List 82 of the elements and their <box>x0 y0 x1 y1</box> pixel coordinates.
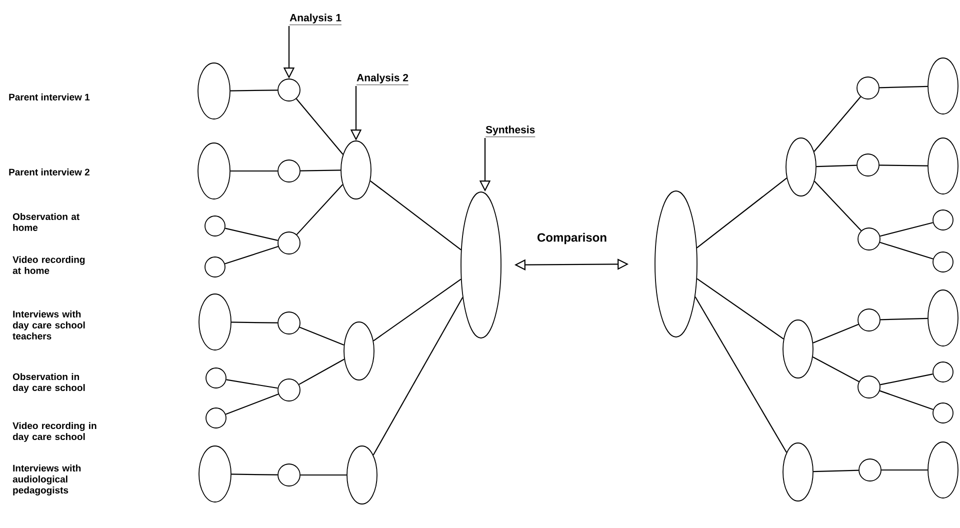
connector-line <box>812 324 859 344</box>
connector-line <box>230 170 278 172</box>
source-label: Observation in day care school <box>12 373 85 393</box>
step-label: Analysis 2 <box>356 74 409 86</box>
ellipse <box>344 322 374 380</box>
circle <box>932 252 954 272</box>
source-label: Video recording in day care school <box>12 422 96 442</box>
ellipse <box>782 320 814 378</box>
ellipse <box>786 138 816 196</box>
source-label: Interviews with day care school teachers <box>12 310 85 340</box>
ellipse <box>928 290 958 346</box>
circle <box>858 308 880 332</box>
ellipse <box>928 442 958 498</box>
connector-line <box>226 379 278 389</box>
connector-line <box>373 278 462 342</box>
connector-line <box>370 180 462 250</box>
connector-line <box>881 469 928 471</box>
connector-line <box>816 164 857 168</box>
ellipse <box>340 140 372 200</box>
circle <box>206 368 226 388</box>
connector-line <box>879 86 928 88</box>
circle <box>278 312 300 334</box>
connector-line <box>812 356 860 382</box>
source-label: Parent interview 1 <box>9 94 90 100</box>
connector-line <box>372 297 464 456</box>
source-label: Interviews with audiological pedagogists <box>12 464 81 496</box>
connector-line <box>300 474 347 476</box>
step-label: Analysis 1 <box>289 14 342 26</box>
ellipse <box>460 192 502 338</box>
edge-label: Comparison <box>538 232 606 244</box>
connector-line <box>296 184 343 235</box>
connector-line <box>880 242 934 260</box>
circle <box>932 362 954 382</box>
ellipse <box>928 138 958 194</box>
ellipse <box>198 142 230 200</box>
circle <box>204 216 226 236</box>
connector-line <box>298 358 344 385</box>
connector-line <box>696 278 784 340</box>
connector-line <box>225 228 278 241</box>
circle <box>204 256 226 278</box>
connector-line <box>230 90 278 92</box>
ellipse <box>782 442 814 502</box>
ellipse <box>346 446 378 504</box>
circle <box>932 402 954 424</box>
connector-line <box>880 318 928 320</box>
connector-line <box>814 180 862 232</box>
circle <box>278 232 300 254</box>
circle <box>856 76 880 100</box>
circle <box>932 210 954 230</box>
ellipse <box>198 62 230 120</box>
connector-line <box>814 96 862 152</box>
connector-line <box>296 98 344 155</box>
connector-line <box>694 296 787 453</box>
circle <box>858 228 880 250</box>
circle <box>278 378 300 402</box>
ellipse <box>928 58 958 114</box>
connector-line <box>231 322 278 324</box>
circle <box>278 160 300 182</box>
connector-line <box>696 178 788 248</box>
circle <box>206 408 226 428</box>
ellipse <box>654 190 698 338</box>
connector-line <box>231 474 278 476</box>
circle <box>278 78 300 102</box>
connector-line <box>880 374 933 386</box>
connector-line <box>224 246 278 264</box>
ellipse <box>198 446 232 502</box>
circle <box>278 464 300 486</box>
circle <box>856 154 880 176</box>
connector-line <box>880 222 934 237</box>
connector-line <box>300 170 341 172</box>
circle <box>858 376 880 398</box>
source-label: Video recording at home <box>12 256 85 274</box>
step-label: Synthesis <box>485 126 536 138</box>
circle <box>858 458 882 482</box>
ellipse <box>198 294 232 350</box>
source-label: Parent interview 2 <box>9 168 90 176</box>
connector-line <box>813 470 859 472</box>
connector-line <box>879 164 928 166</box>
connector-line <box>226 394 279 415</box>
connector-line <box>299 326 344 346</box>
source-label: Observation at home <box>12 213 80 231</box>
connector-line <box>880 390 934 410</box>
